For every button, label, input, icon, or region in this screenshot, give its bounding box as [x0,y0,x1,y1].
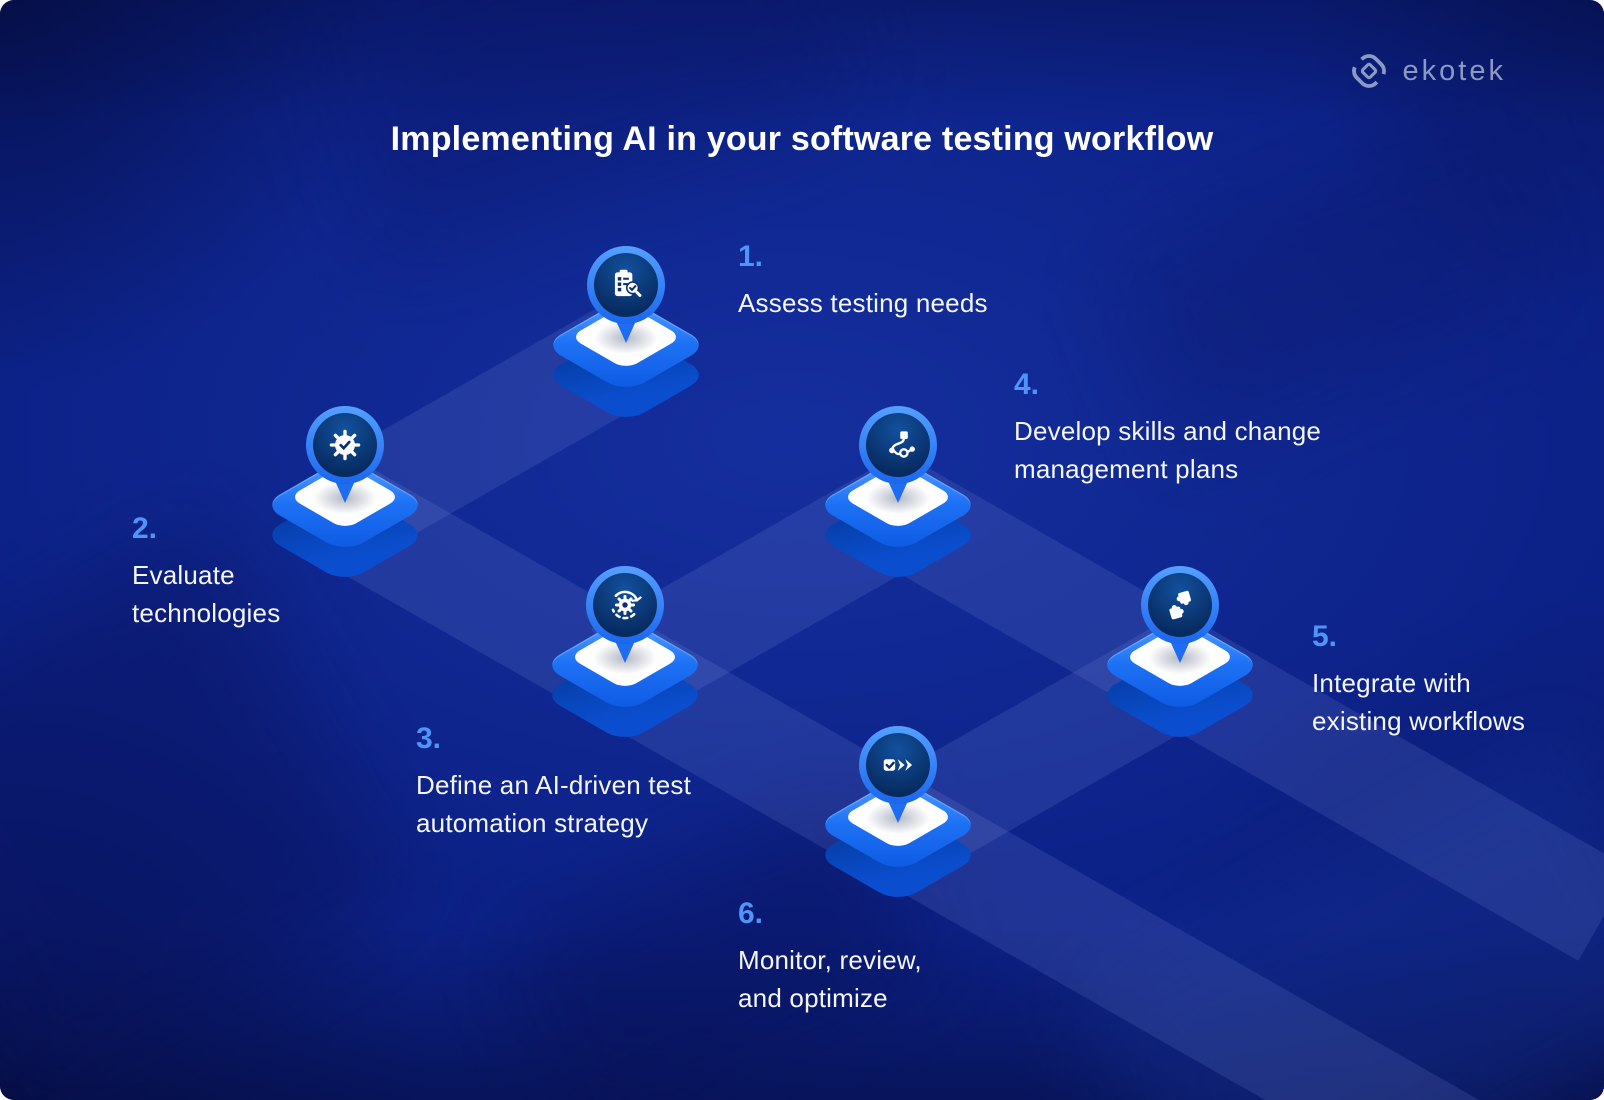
step-5-text: Integrate with [1312,668,1471,698]
step-3-text: Define an AI-driven test [416,770,692,800]
step-1-number: 1. [738,240,764,273]
step-2-label: 2. Evaluate technologies [132,512,280,632]
ekotek-diamond-logo-icon [1351,54,1386,88]
fast-forward-check-icon [883,759,913,771]
gear-check-icon [329,429,361,461]
step-3-label: 3. Define an AI-driven test automation s… [416,722,691,842]
step-1-label: 1. Assess testing needs [738,240,988,323]
pin-circle [586,566,664,644]
step-2-text: technologies [132,597,281,628]
pin-circle [306,406,384,484]
brand-logo: ekotek [1346,48,1506,94]
step-3-number: 3. [416,722,442,755]
gear-sync-icon [611,590,642,620]
pin-inner [1148,573,1212,637]
step-6-text: and optimize [738,982,888,1013]
step-6-number: 6. [738,897,764,930]
step-2-text: Evaluate [132,560,235,590]
step-5-text: existing workflows [1312,705,1526,736]
pin-inner [866,733,930,797]
pin-inner [594,253,658,317]
clipboard-search-icon [614,269,642,297]
pin-circle [1141,566,1219,644]
puzzle-pieces-icon [1169,590,1191,620]
page-title: Implementing AI in your software testing… [390,120,1214,158]
step-4-text: management plans [1014,453,1239,484]
pin-inner [313,413,377,477]
step-4-text: Develop skills and change [1014,416,1322,446]
step-1-text: Assess testing needs [738,288,988,318]
step-6-label: 6. Monitor, review, and optimize [738,897,922,1017]
pin-circle [587,246,665,324]
step-4-number: 4. [1014,368,1040,401]
brand-name: ekotek [1402,54,1506,87]
step-4-label: 4. Develop skills and change management … [1014,368,1321,488]
step-2-number: 2. [132,512,158,545]
pin-circle [859,726,937,804]
step-5-label: 5. Integrate with existing workflows [1312,620,1525,740]
pin-inner [593,573,657,637]
step-3-text: automation strategy [416,807,649,838]
step-5-number: 5. [1312,620,1338,653]
workflow-branch-icon [889,431,915,458]
step-6-text: Monitor, review, [738,945,922,975]
pin-inner [866,413,930,477]
pin-circle [859,406,937,484]
